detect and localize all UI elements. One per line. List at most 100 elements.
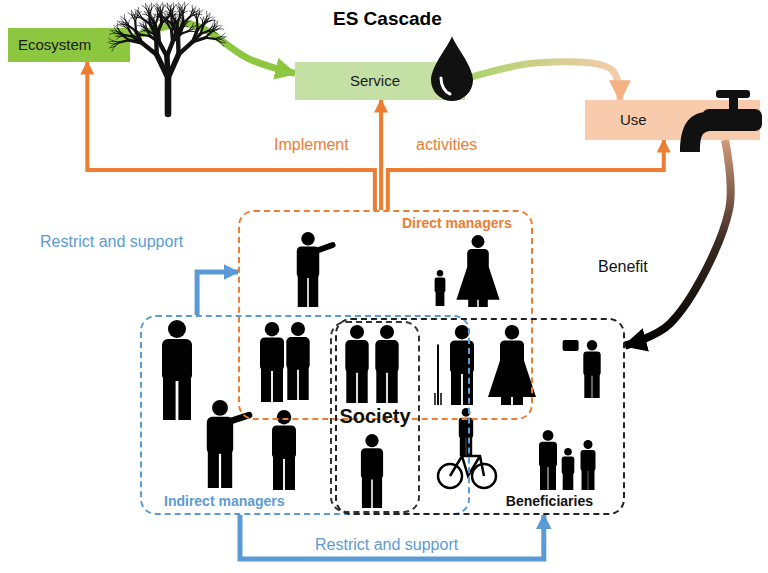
person-dress [456,267,499,300]
tree-branch [221,36,226,37]
tree-branch [179,11,181,17]
tree-branch [162,9,163,13]
tree-branch [128,24,130,30]
tap-stem [729,97,738,111]
person-head [168,320,186,338]
tree-branch [128,13,132,16]
tree-branch [173,20,175,23]
tree-branch [121,24,128,25]
tree-branch [212,27,216,31]
person-body [162,339,192,381]
tree-branch [155,8,157,12]
tree-branch [159,10,161,13]
tree-branch [171,7,175,11]
tree-branch [216,23,217,27]
tree-branch [192,29,197,41]
tree-branch [151,3,152,8]
people-illustration [162,232,601,508]
tree-branch [164,13,168,15]
connector-label: Restrict and support [38,233,185,250]
tree-branch [181,21,183,24]
tree-branch [113,41,120,42]
tree-branch [108,41,113,42]
tree-branch [157,8,160,14]
person-leg [548,465,556,490]
tree-branch [168,14,173,17]
connector-arrow [240,515,544,559]
tap-handle [716,90,750,98]
tree-branch [170,5,171,10]
person-silhouette [361,434,383,508]
tree-branch [202,17,203,21]
pitchfork [437,344,439,405]
pitchfork-tine [437,393,439,405]
tree-branch [148,14,151,24]
person-head [301,232,315,246]
tree-branch [180,23,181,28]
person-leg [588,469,594,490]
tree-branch [180,26,184,28]
tree-branch [166,18,168,24]
box-label: Ecosystem [18,36,91,53]
society-group: Society [330,321,420,513]
tree-branch [109,47,114,48]
tree-branch [116,31,121,34]
tree-branch [175,15,177,18]
tree-branch [131,10,132,15]
person-body [345,340,368,373]
tree-branch [212,25,214,32]
tree-branch [193,9,194,14]
tree-branch [176,16,178,19]
tree-branch [149,8,151,15]
tree-branch [144,30,149,32]
tree-branch [158,5,160,9]
tree-branch [180,13,184,17]
tree-branch [173,18,177,25]
tree-branch [172,9,173,13]
tree-branch [159,19,163,21]
tree-branch [178,17,182,19]
tree-branch [137,35,143,37]
tree-branch [205,19,209,23]
tree-branch [188,29,192,31]
tree-branch [172,24,178,36]
person-leg [451,371,461,405]
person-silhouette [562,448,575,490]
person-leg [309,275,318,307]
box-label: Use [620,111,647,128]
person-leg [208,450,219,488]
indirect-managers-group: Indirect managersSociety [140,315,470,515]
tree-branch [202,21,204,27]
tree-branch [196,14,198,20]
connector-arrow [379,100,383,210]
tree-branch [142,43,157,55]
person-silhouette [375,325,398,403]
tree-branch [134,36,137,39]
tree-branch [192,27,194,30]
tree-branch [174,19,175,24]
tree-branch [165,14,167,18]
tree-branch [147,5,149,9]
tree-branch [159,24,162,32]
tree-branch [200,17,202,21]
person-leg [178,377,191,420]
tree-branch [132,12,134,16]
person-leg [358,370,368,403]
tree-branch [194,14,197,20]
tree-branch [125,22,127,25]
tree-branch [152,15,154,19]
tree-branch [118,28,120,32]
person-leg [273,368,283,402]
tree-branch [188,31,194,32]
tree-branch [169,21,172,23]
tree-branch [159,15,164,18]
pitchfork-tine [434,393,436,405]
person-body [459,418,473,438]
tree-branch [111,44,114,47]
tree-branch [115,36,119,38]
tree-branch [150,12,152,18]
tree-branch [151,22,153,24]
tree-branch [110,30,114,33]
person-body [272,425,296,459]
tree-branch [185,4,189,8]
